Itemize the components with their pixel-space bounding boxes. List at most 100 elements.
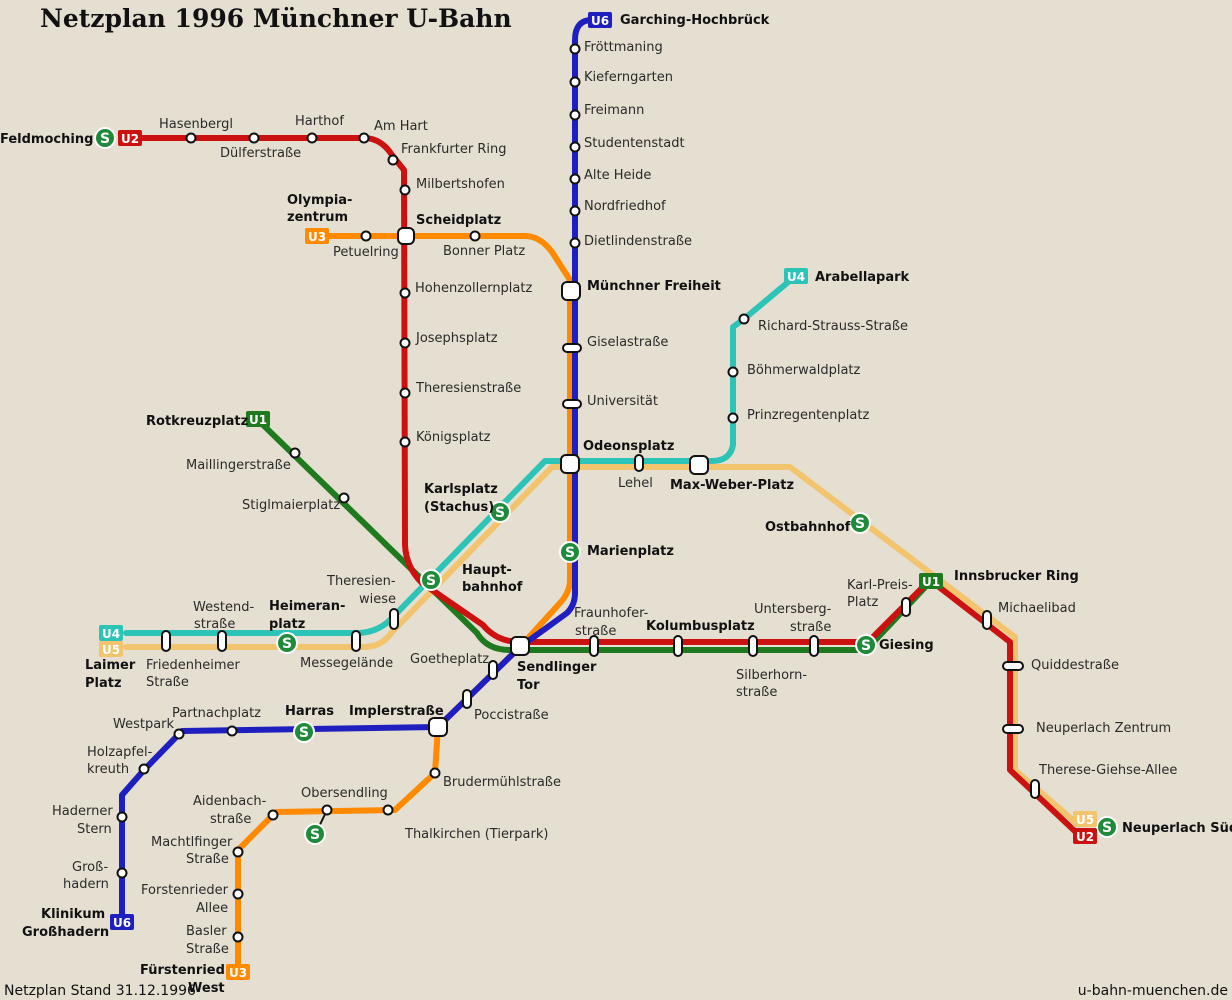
station-koenigsplatz[interactable] bbox=[399, 436, 411, 448]
label-therese-giehse-allee: Therese-Giehse-Allee bbox=[1038, 763, 1177, 778]
svg-text:U5: U5 bbox=[102, 643, 120, 657]
station-implerstrasse[interactable] bbox=[428, 717, 448, 737]
station-froettmaning[interactable] bbox=[569, 43, 581, 55]
sbahn-icon-harras: S bbox=[293, 721, 315, 743]
station-josephsplatz[interactable] bbox=[399, 337, 411, 349]
badge-u3-west: U3 bbox=[305, 228, 329, 244]
station-westendstrasse[interactable] bbox=[217, 630, 227, 652]
station-poccistrasse[interactable] bbox=[462, 689, 472, 709]
station-stiglmaierplatz[interactable] bbox=[338, 492, 350, 504]
station-holzapfelkreuth[interactable] bbox=[138, 763, 150, 775]
svg-text:U1: U1 bbox=[922, 575, 940, 589]
station-muenchner-freiheit[interactable] bbox=[561, 281, 581, 301]
label-prinzregentenplatz: Prinzregentenplatz bbox=[747, 408, 869, 423]
label-klinikum-1: Klinikum bbox=[41, 907, 105, 922]
label-forstenrieder-allee-1: Forstenrieder bbox=[141, 883, 229, 898]
station-theresienwiese[interactable] bbox=[389, 608, 399, 630]
station-basler-strasse[interactable] bbox=[232, 931, 244, 943]
station-studentenstadt[interactable] bbox=[569, 141, 581, 153]
station-thalkirchen[interactable] bbox=[382, 804, 394, 816]
station-neuperlach-zentrum[interactable] bbox=[1002, 724, 1024, 734]
label-messegelaende: Messegelände bbox=[300, 656, 393, 671]
label-aidenbachstrasse-2: straße bbox=[210, 812, 251, 827]
station-nordfriedhof[interactable] bbox=[569, 205, 581, 217]
label-fraunhoferstrasse-1: Fraunhofer- bbox=[574, 606, 649, 621]
label-karl-preis-platz-1: Karl-Preis- bbox=[847, 578, 913, 593]
label-harras: Harras bbox=[285, 704, 334, 719]
svg-text:S: S bbox=[100, 131, 110, 147]
badge-u1-east: U1 bbox=[919, 573, 943, 589]
station-karl-preis-platz[interactable] bbox=[901, 597, 911, 617]
station-silberhornstrasse[interactable] bbox=[748, 635, 758, 657]
station-dietlindenstrasse[interactable] bbox=[569, 237, 581, 249]
footer-source-link[interactable]: u-bahn-muenchen.de bbox=[1078, 983, 1228, 999]
badge-u2-east: U2 bbox=[1073, 828, 1097, 844]
badge-u5-east: U5 bbox=[1073, 811, 1097, 827]
station-prinzregentenplatz[interactable] bbox=[727, 412, 739, 424]
label-garching-hochbrueck: Garching-Hochbrück bbox=[620, 13, 770, 28]
station-scheidplatz[interactable] bbox=[397, 227, 415, 245]
station-markers bbox=[116, 43, 1040, 943]
label-bonner-platz: Bonner Platz bbox=[443, 244, 525, 259]
station-sendlinger-tor[interactable] bbox=[510, 636, 530, 656]
label-fraunhoferstrasse-2: straße bbox=[575, 624, 616, 639]
station-odeonsplatz[interactable] bbox=[560, 454, 580, 474]
svg-text:U6: U6 bbox=[113, 916, 131, 930]
label-koenigsplatz: Königsplatz bbox=[416, 430, 491, 445]
sbahn-icon-marienplatz: S bbox=[559, 541, 581, 563]
station-maillingerstrasse[interactable] bbox=[289, 447, 301, 459]
label-olympiazentrum-1: Olympia- bbox=[287, 193, 352, 208]
station-machtlfinger-strasse[interactable] bbox=[232, 846, 244, 858]
station-milbertshofen[interactable] bbox=[399, 184, 411, 196]
station-richard-strauss-strasse[interactable] bbox=[738, 313, 750, 325]
station-theresienstrasse[interactable] bbox=[399, 387, 411, 399]
station-bonner-platz[interactable] bbox=[469, 230, 481, 242]
station-freimann[interactable] bbox=[569, 109, 581, 121]
station-giselastrasse[interactable] bbox=[562, 343, 582, 353]
badge-u6-south: U6 bbox=[110, 914, 134, 930]
station-aidenbachstrasse[interactable] bbox=[267, 809, 279, 821]
label-klinikum-2: Großhadern bbox=[22, 925, 109, 940]
station-am-hart[interactable] bbox=[358, 132, 370, 144]
station-max-weber-platz[interactable] bbox=[689, 455, 709, 475]
station-lehel[interactable] bbox=[634, 454, 644, 472]
station-westpark[interactable] bbox=[173, 728, 185, 740]
station-universitaet[interactable] bbox=[562, 399, 582, 409]
station-michaelibad[interactable] bbox=[982, 610, 992, 630]
label-friedenheimer-1: Friedenheimer bbox=[146, 658, 240, 673]
label-lehel: Lehel bbox=[618, 476, 653, 491]
label-quiddestrasse: Quiddestraße bbox=[1031, 658, 1119, 673]
station-kolumbusplatz[interactable] bbox=[673, 635, 683, 657]
station-friedenheimer-strasse[interactable] bbox=[161, 630, 171, 652]
station-partnachplatz[interactable] bbox=[226, 725, 238, 737]
label-nordfriedhof: Nordfriedhof bbox=[584, 199, 666, 214]
station-kieferngarten[interactable] bbox=[569, 76, 581, 88]
label-karlsplatz-1: Karlsplatz bbox=[424, 482, 498, 497]
station-alte-heide[interactable] bbox=[569, 173, 581, 185]
station-grosshadern[interactable] bbox=[116, 867, 128, 879]
station-brudermuehlstrasse[interactable] bbox=[429, 767, 441, 779]
station-untersbergstrasse[interactable] bbox=[809, 635, 819, 657]
station-fraunhoferstrasse[interactable] bbox=[589, 635, 599, 657]
station-goetheplatz[interactable] bbox=[488, 660, 498, 680]
label-boehmerwaldplatz: Böhmerwaldplatz bbox=[747, 363, 861, 378]
station-forstenrieder-allee[interactable] bbox=[232, 888, 244, 900]
label-am-hart: Am Hart bbox=[374, 119, 428, 134]
station-obersendling[interactable] bbox=[321, 804, 333, 816]
label-froettmaning: Fröttmaning bbox=[584, 40, 663, 55]
svg-text:S: S bbox=[855, 516, 865, 532]
station-frankfurter-ring[interactable] bbox=[387, 154, 399, 166]
station-harthof[interactable] bbox=[306, 132, 318, 144]
station-boehmerwaldplatz[interactable] bbox=[727, 366, 739, 378]
station-quiddestrasse[interactable] bbox=[1002, 661, 1024, 671]
station-therese-giehse-allee[interactable] bbox=[1030, 779, 1040, 799]
station-haderner-stern[interactable] bbox=[116, 811, 128, 823]
label-aidenbachstrasse-1: Aidenbach- bbox=[193, 794, 267, 809]
svg-text:S: S bbox=[1102, 820, 1112, 836]
station-hohenzollernplatz[interactable] bbox=[399, 287, 411, 299]
sbahn-icon-giesing: S bbox=[855, 634, 877, 656]
station-messegelaende[interactable] bbox=[351, 630, 361, 652]
station-hasenbergl[interactable] bbox=[185, 132, 197, 144]
station-duelferstrasse[interactable] bbox=[248, 132, 260, 144]
station-petuelring[interactable] bbox=[360, 230, 372, 242]
